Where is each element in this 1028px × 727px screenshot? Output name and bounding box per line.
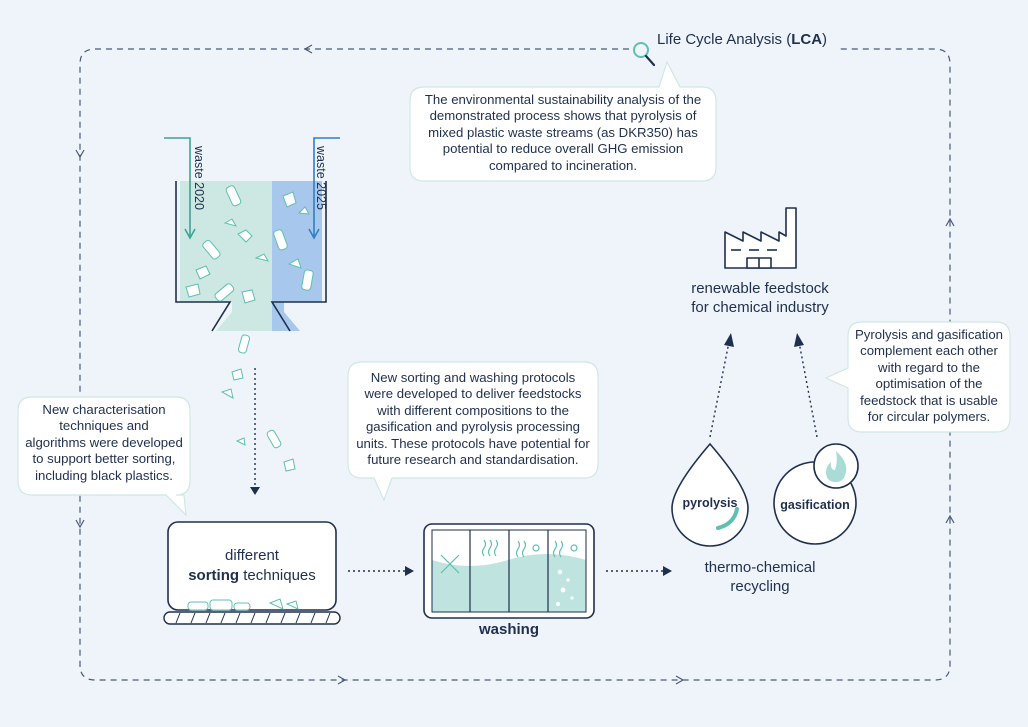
washing-symbols [440, 539, 578, 574]
conveyor-belt [163, 611, 341, 625]
flame-icon [826, 451, 847, 482]
complement-note-line: feedstock that is usable [860, 392, 998, 408]
lca-note-line: demonstrated process shows that pyrolysi… [429, 108, 697, 124]
plastic-waste-items [185, 185, 314, 304]
characterisation-note-bubble [17, 396, 191, 517]
loop-chevron-up-icon [945, 514, 955, 524]
loop-chevron-up-icon [945, 217, 955, 227]
falling-plastic-items [220, 334, 296, 472]
pyrolysis-label: pyrolysis [682, 496, 738, 510]
washing-note-line: New sorting and washing protocols [370, 370, 576, 385]
characterisation-note-line: to support better sorting, [32, 451, 176, 467]
waste-2025-arrow [313, 137, 340, 236]
gasification-label: gasification [780, 498, 850, 512]
washing-note-text: New sorting and washing protocols were d… [348, 370, 598, 468]
loop-chevron-down-icon [75, 149, 85, 159]
thermo-label-line2: recycling [730, 578, 790, 595]
loop-chevron-right-icon [675, 675, 685, 685]
lca-loop [75, 44, 955, 685]
sorting-machine [163, 521, 341, 625]
complement-note-line: for circular polymers. [867, 409, 991, 425]
gasification-unit [773, 443, 859, 545]
sorting-label-bold: sorting [188, 567, 240, 584]
lca-note-bubble [409, 60, 717, 182]
lca-title: Life Cycle Analysis (LCA) [657, 31, 827, 48]
waste-hopper [164, 137, 340, 332]
washing-note-line: units. These protocols have potential fo… [356, 435, 590, 451]
sorting-label: different sorting techniques [168, 546, 336, 586]
characterisation-note-line: techniques and [59, 418, 149, 434]
sorting-label-line1: different [225, 547, 279, 564]
waste-2020-label: waste 2020 [192, 146, 206, 210]
gasification-to-factory-arrow [798, 341, 818, 438]
thermo-chemical-label: thermo-chemical recycling [690, 558, 830, 596]
complement-note-text: Pyrolysis and gasification complement ea… [848, 327, 1010, 425]
washing-machine [423, 523, 595, 619]
pyrolysis-droplet [671, 442, 749, 547]
bubbles [556, 569, 574, 606]
washing-label: washing [478, 621, 539, 638]
factory-icon [724, 207, 797, 269]
factory-label-line2: for chemical industry [691, 299, 829, 316]
pyrolysis-to-factory-arrow [709, 341, 730, 438]
washing-note-line: gasification and pyrolysis processing [365, 419, 581, 435]
waste-2020-arrow [164, 137, 191, 236]
lca-note-line: potential to reduce overall GHG emission [442, 141, 684, 157]
characterisation-note-line: New characterisation [42, 402, 166, 417]
lca-title-prefix: Life Cycle Analysis ( [657, 31, 792, 48]
lca-title-bold: LCA [791, 31, 823, 48]
lca-note-text: The environmental sustainability analysi… [410, 92, 716, 174]
characterisation-note-line: algorithms were developed [25, 434, 183, 450]
complement-note-line: complement each other [860, 343, 998, 359]
complement-note-line: optimisation of the [875, 376, 983, 392]
washing-note-bubble [347, 361, 599, 502]
lca-note-line: mixed plastic waste streams (as DKR350) … [428, 124, 698, 140]
complement-note-line: Pyrolysis and gasification [854, 327, 1004, 342]
washing-note-line: were developed to deliver feedstocks [364, 386, 582, 402]
loop-chevron-down-icon [75, 519, 85, 529]
thermo-label-line1: thermo-chemical [704, 559, 816, 576]
waste-2025-label: waste 2025 [314, 146, 328, 210]
complement-note-line: with regard to the [878, 359, 980, 375]
washing-note-line: with different compositions to the [377, 402, 569, 418]
factory-label-line1: renewable feedstock [691, 280, 829, 297]
magnifier-icon [633, 42, 656, 67]
characterisation-note-line: including black plastics. [35, 467, 173, 483]
loop-chevron-right-icon [337, 675, 347, 685]
characterisation-note-text: New characterisation techniques and algo… [18, 402, 190, 484]
factory-label: renewable feedstock for chemical industr… [680, 279, 840, 317]
lca-note-line: The environmental sustainability analysi… [424, 92, 702, 107]
sorting-label-rest: techniques [239, 567, 316, 584]
washing-note-line: future research and standardisation. [367, 452, 579, 468]
lca-note-line: compared to incineration. [488, 157, 638, 173]
loop-chevron-left-icon [303, 44, 313, 54]
lca-title-suffix: ) [822, 31, 828, 48]
complement-note-bubble [824, 321, 1011, 433]
